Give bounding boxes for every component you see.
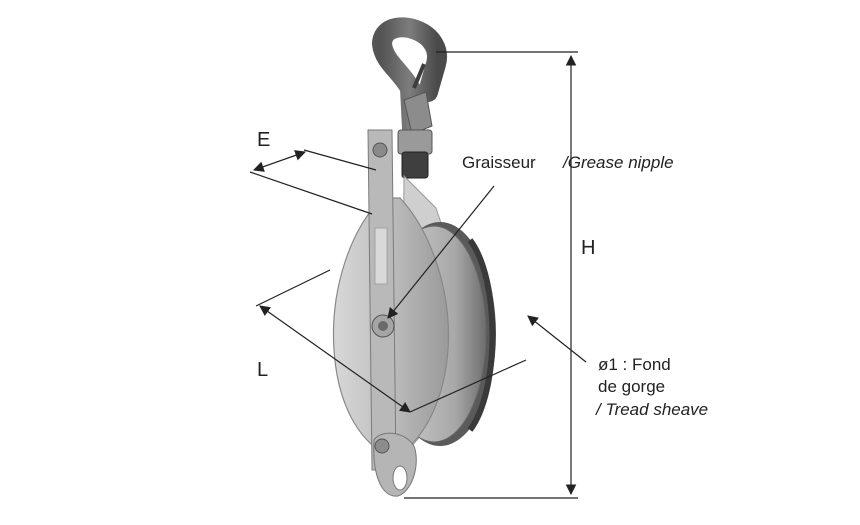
label-h: H [581,237,596,259]
bottom-eye [373,432,417,497]
sheave-leader [527,315,587,363]
sheave-label-en: / Tread sheave [596,400,709,419]
grease-label-en: /Grease nipple [563,153,674,172]
hook [371,17,447,138]
grease-label-fr: Graisseur [462,153,536,172]
label-e: E [257,129,271,151]
sheave-label-fr-2: de gorge [598,377,666,396]
e-dimension-arrow [252,150,307,172]
swivel [397,129,433,179]
l-ext-1 [255,269,331,307]
grease-nipple [371,314,395,338]
sheave-label-fr-1: ø1 : Fond [598,355,671,374]
l-dimension-arrow [259,305,411,413]
grease-leader [387,185,495,319]
dimension-lines [249,51,587,499]
l-ext-2 [409,359,527,413]
e-ext-2 [303,149,377,171]
e-ext-1 [249,171,373,215]
label-l: L [257,359,269,381]
strap [367,129,397,471]
